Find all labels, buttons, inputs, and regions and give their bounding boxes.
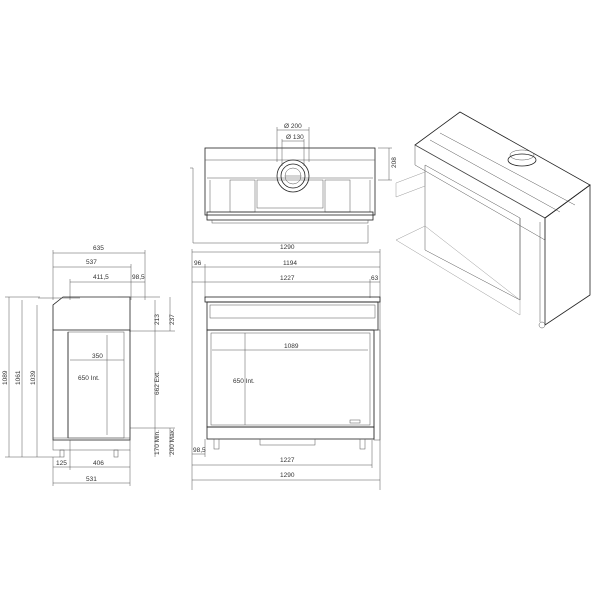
top-view: Ø 200 Ø 130 208 bbox=[190, 123, 398, 244]
front-view: 1290 96 1194 1227 63 1089 650 Int. 98,5 … bbox=[191, 244, 381, 490]
dim-side-170min: 170 Min. bbox=[154, 430, 161, 455]
dim-front-1290-bottom: 1290 bbox=[280, 472, 295, 479]
dim-front-1089: 1089 bbox=[284, 343, 299, 350]
dim-side-650int: 650 Int. bbox=[78, 375, 100, 382]
dim-side-635: 635 bbox=[93, 245, 104, 252]
dim-side-1039: 1039 bbox=[30, 370, 37, 385]
dim-flue-inner: Ø 130 bbox=[286, 134, 304, 141]
dim-side-1061: 1061 bbox=[15, 370, 22, 385]
dim-front-1227-top: 1227 bbox=[280, 275, 295, 282]
dim-front-1194: 1194 bbox=[283, 260, 297, 267]
dim-front-96: 96 bbox=[194, 260, 202, 267]
dim-side-406: 406 bbox=[93, 460, 104, 467]
dim-top-depth: 208 bbox=[391, 157, 398, 168]
dim-front-1227-bottom: 1227 bbox=[280, 457, 295, 464]
dim-front-1290-top: 1290 bbox=[280, 244, 295, 251]
dim-front-98: 98,5 bbox=[193, 447, 206, 454]
dim-side-125: 125 bbox=[56, 460, 67, 467]
isometric-view bbox=[395, 111, 591, 329]
dim-side-237: 237 bbox=[169, 314, 176, 325]
dim-side-537: 537 bbox=[86, 259, 97, 266]
dim-front-650int: 650 Int. bbox=[233, 378, 255, 385]
dim-side-350: 350 bbox=[92, 353, 103, 360]
dim-side-531: 531 bbox=[86, 476, 97, 483]
side-view: 635 537 411,5 98,5 1089 1061 1039 213 23… bbox=[2, 245, 176, 486]
dim-side-662ext: 662 Ext. bbox=[154, 371, 161, 395]
dim-side-1089: 1089 bbox=[2, 370, 9, 385]
dim-side-200max: 200 Max. bbox=[169, 428, 176, 455]
dim-side-411: 411,5 bbox=[93, 274, 109, 281]
dim-flue-outer: Ø 200 bbox=[284, 123, 302, 130]
dim-side-213: 213 bbox=[154, 314, 161, 325]
dim-side-98: 98,5 bbox=[132, 274, 145, 281]
dim-front-63: 63 bbox=[371, 275, 379, 282]
